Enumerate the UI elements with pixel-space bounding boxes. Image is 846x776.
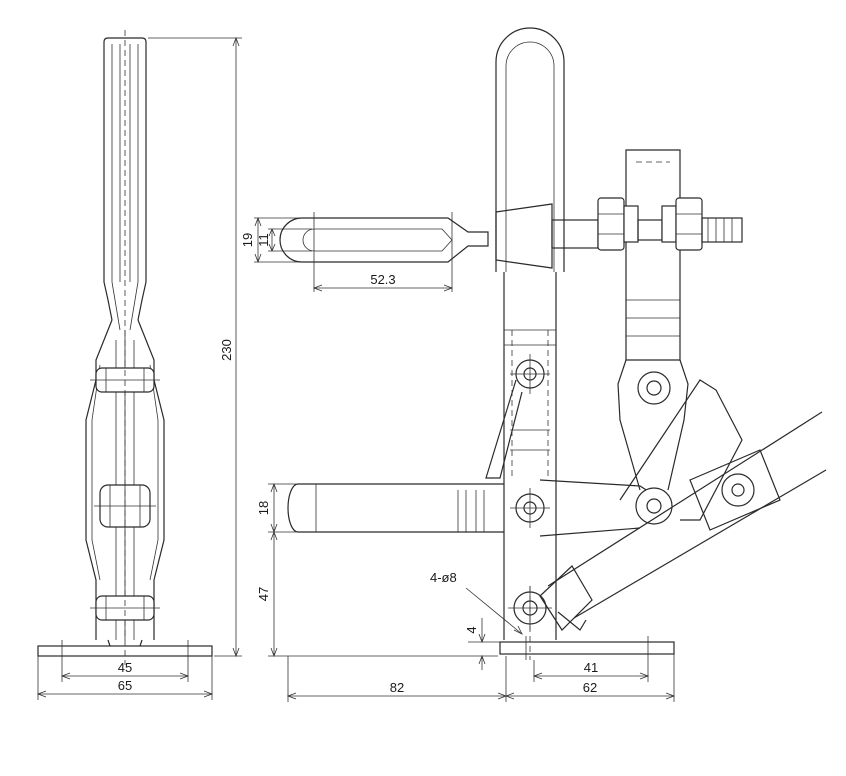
front-view-dimensions: 18 47 4 4-ø8 82 41 62: [256, 482, 676, 702]
side-view-dimensions: 230 45 65: [36, 36, 242, 700]
dim-base-width-side: 65: [118, 678, 132, 693]
dim-hole-spacing-front: 41: [584, 660, 598, 675]
dim-base-offset: 4: [464, 626, 479, 633]
dim-slot-length: 52.3: [370, 272, 395, 287]
dim-handle-inner: 11: [256, 233, 271, 247]
dim-hole-spacing-side: 45: [118, 660, 132, 675]
front-view: [287, 27, 827, 660]
label-mounting-holes: 4-ø8: [430, 570, 457, 585]
side-view: [37, 30, 213, 665]
dim-base-width-front: 62: [583, 680, 597, 695]
handle-detail: 19 11 52.3: [240, 212, 489, 292]
dim-overall-height: 230: [219, 339, 234, 361]
dim-bar-height: 18: [256, 501, 271, 515]
dim-handle-outer: 19: [240, 233, 255, 247]
dim-pivot-height: 47: [256, 587, 271, 601]
dim-arm-length: 82: [390, 680, 404, 695]
